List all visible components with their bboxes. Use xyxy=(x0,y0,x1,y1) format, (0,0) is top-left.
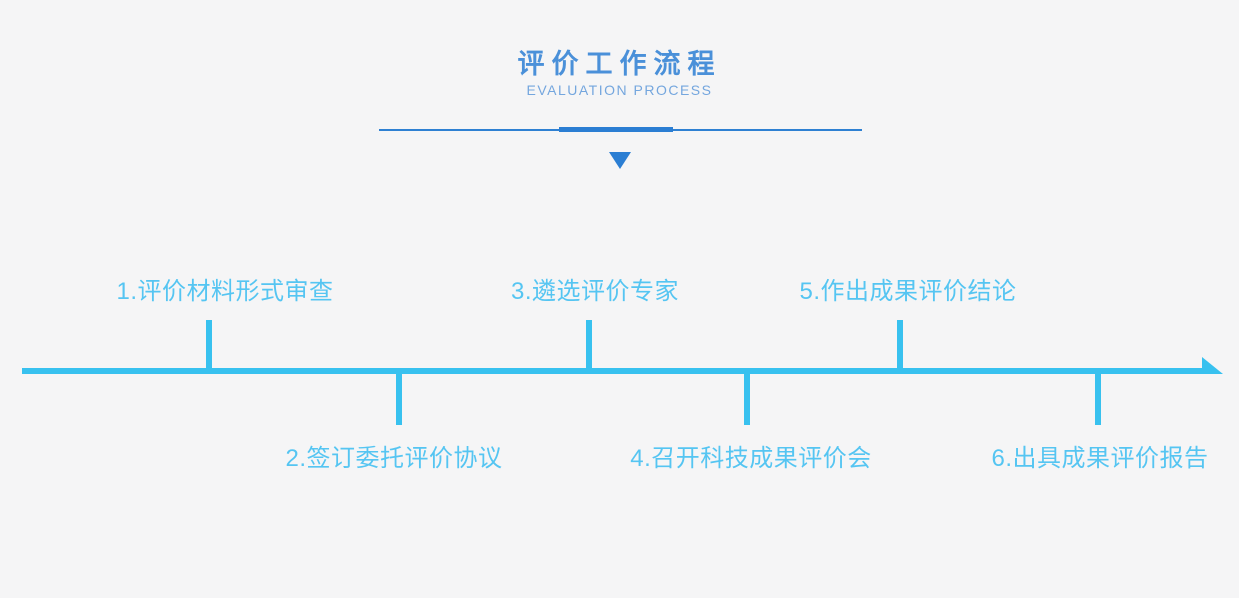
timeline-arrowhead-icon xyxy=(1202,357,1223,374)
page-subtitle: EVALUATION PROCESS xyxy=(526,82,713,98)
underline-accent-bar xyxy=(559,127,673,132)
title-underline xyxy=(379,127,862,133)
tick-step-6 xyxy=(1095,372,1101,425)
step-label-1: 1.评价材料形式审查 xyxy=(116,278,334,305)
step-label-3: 3.遴选评价专家 xyxy=(510,278,680,305)
arrow-down-icon xyxy=(609,152,631,169)
step-label-4: 4.召开科技成果评价会 xyxy=(630,445,872,472)
timeline-axis xyxy=(22,368,1204,374)
tick-step-3 xyxy=(586,320,592,370)
page-title: 评价工作流程 xyxy=(517,49,722,79)
tick-step-1 xyxy=(206,320,212,370)
tick-step-5 xyxy=(897,320,903,370)
step-label-5: 5.作出成果评价结论 xyxy=(799,278,1017,305)
step-label-2: 2.签订委托评价协议 xyxy=(285,445,503,472)
tick-step-4 xyxy=(744,372,750,425)
step-label-6: 6.出具成果评价报告 xyxy=(991,445,1209,472)
tick-step-2 xyxy=(396,372,402,425)
